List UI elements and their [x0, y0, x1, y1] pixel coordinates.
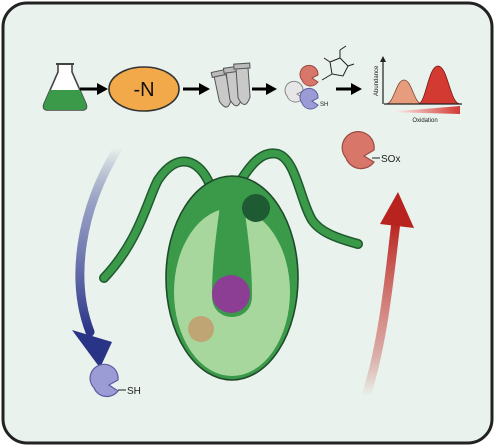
nucleus	[212, 275, 250, 313]
step-arrow-3	[252, 83, 277, 95]
step-arrow-2	[183, 83, 210, 95]
paramylon-granule	[188, 316, 214, 342]
left-flagellum-fill	[100, 158, 214, 282]
sox-label: SOx	[381, 154, 400, 165]
oxidation-label: Oxidation	[412, 118, 437, 124]
probe-sh-label: SH	[320, 102, 328, 108]
eyespot	[242, 194, 270, 222]
oxidation-arrow	[361, 192, 414, 401]
reduction-arrow	[72, 143, 123, 368]
nitrogen-starvation-step: -N	[108, 66, 180, 112]
nem-structure-icon	[321, 45, 355, 81]
reduced-protein-icon: SH	[89, 363, 141, 398]
oxidation-gradient-bar	[388, 106, 460, 114]
oxidized-protein-icon: SOx	[341, 131, 400, 170]
oxidized-peak	[417, 65, 461, 105]
oxidation-distribution-plot: Abundance Oxidation	[374, 56, 462, 124]
nitrogen-label: -N	[133, 79, 154, 101]
sample-tubes-icon	[210, 62, 251, 108]
reduced-sh-label: SH	[127, 386, 141, 397]
abundance-label: Abundance	[374, 65, 380, 96]
right-flagellum-fill	[234, 149, 362, 248]
culture-flask-icon	[42, 63, 88, 111]
step-arrow-4	[336, 83, 362, 95]
protein-labeling-icon: SH	[284, 45, 355, 110]
euglena-cell	[99, 148, 363, 381]
reduced-peak	[385, 79, 423, 105]
step-arrow-1	[80, 83, 108, 95]
